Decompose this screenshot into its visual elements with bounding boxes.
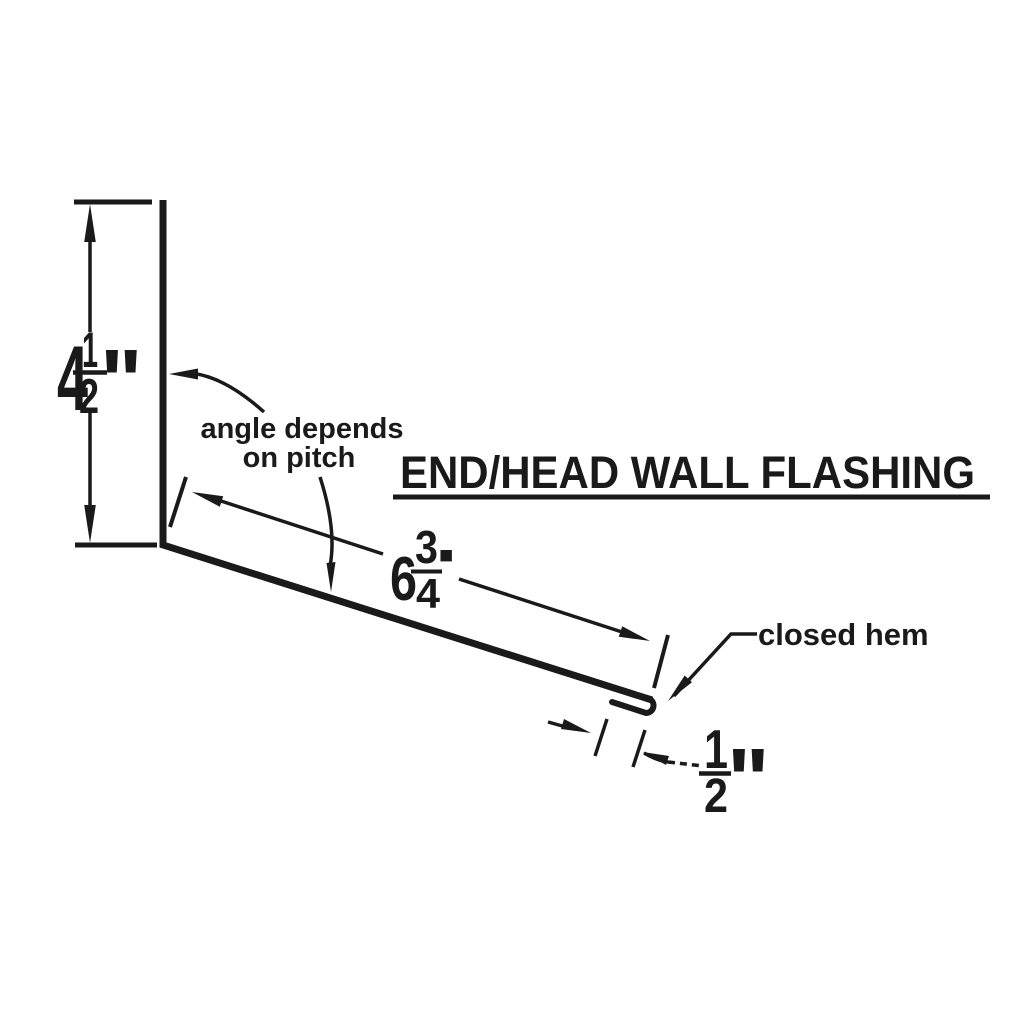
hem-dimension-denominator: 2 — [704, 770, 728, 823]
angle-note-line2: on pitch — [243, 442, 356, 474]
arrow-downright-icon — [618, 626, 650, 641]
wall-dimension-unit: " — [100, 332, 143, 432]
base-dimension-unit: ▪ — [438, 528, 454, 580]
wall-dimension-denominator: 2 — [79, 370, 99, 424]
angle-note-line1: angle depends — [200, 413, 403, 445]
base-extension-tick-left — [168, 476, 188, 528]
hem-extension-tick-left — [593, 718, 609, 757]
hem-dimension-unit: " — [727, 731, 770, 831]
angle-leader-to-base — [318, 476, 334, 567]
base-dimension-denominator: 4 — [416, 570, 441, 617]
arrow-left-small-icon — [643, 752, 669, 765]
base-dimension-line-right — [458, 577, 623, 634]
hem-extension-tick-right — [631, 729, 647, 768]
wall-dimension-numerator: 1 — [82, 322, 98, 378]
arrow-right-icon — [561, 719, 591, 733]
page-title: END/HEAD WALL FLASHING — [400, 447, 975, 498]
arrow-up-icon — [84, 204, 96, 242]
arrow-left-icon — [169, 368, 198, 380]
hem-fold-line — [609, 696, 657, 717]
arrow-downleft-icon — [668, 675, 692, 701]
hem-dimension-numerator: 1 — [704, 718, 728, 780]
base-extension-tick-right — [652, 634, 670, 689]
closed-hem-leader — [672, 632, 757, 698]
arrow-upleft-icon — [192, 492, 224, 507]
base-dimension-line-left — [220, 499, 384, 556]
angle-leader-to-wall — [193, 371, 266, 414]
base-dimension-whole: 6 — [390, 545, 417, 614]
hem-leader-dashed — [667, 760, 704, 768]
closed-hem-label: closed hem — [758, 617, 929, 652]
base-dimension-numerator: 3 — [415, 521, 438, 573]
arrow-down-icon — [84, 505, 96, 543]
wall-dimension-whole: 4 — [57, 328, 88, 430]
flashing-profile-line — [159, 200, 654, 704]
arrow-down-small-icon — [326, 562, 336, 592]
